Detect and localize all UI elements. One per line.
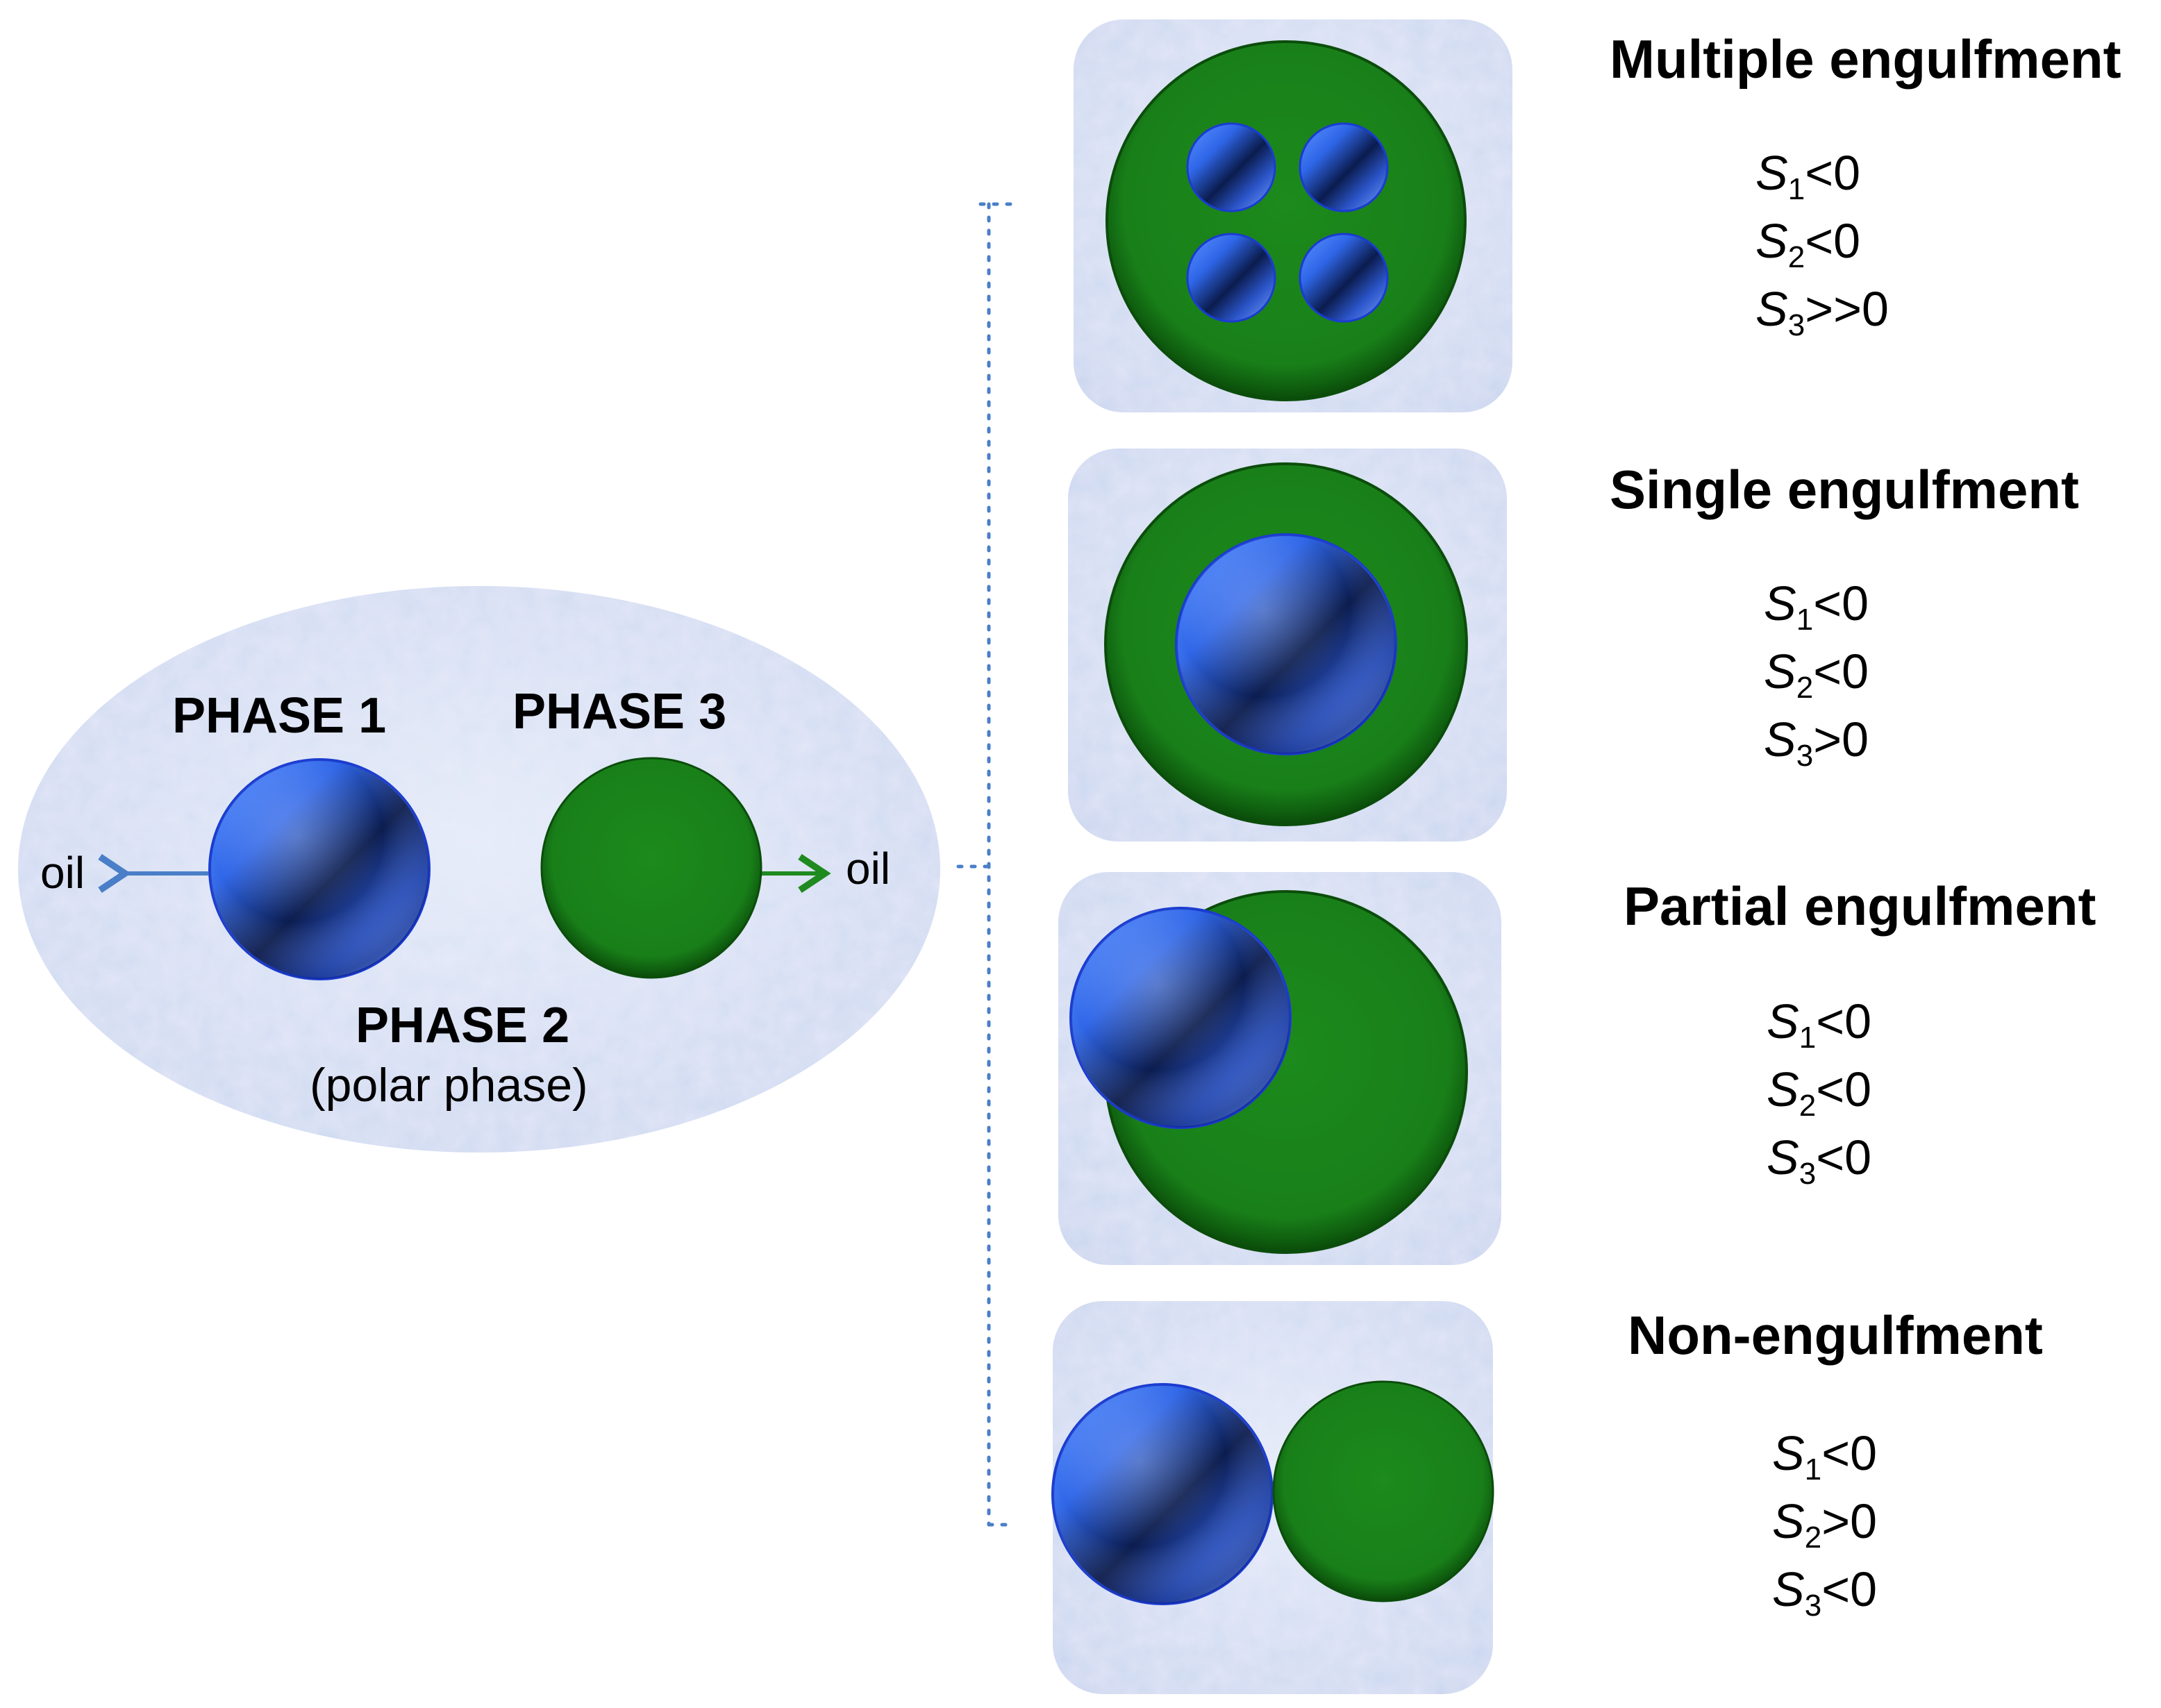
spreading-condition: S1<0 bbox=[1772, 1426, 1877, 1487]
phase1-label: PHASE 1 bbox=[172, 688, 387, 744]
polar-phase-note: (polar phase) bbox=[310, 1059, 588, 1112]
multiple-engulfment-diagram bbox=[1074, 19, 1512, 412]
phase-overview-panel bbox=[18, 586, 940, 1153]
phase1-small-droplet bbox=[1186, 122, 1276, 212]
oil-label-right: oil bbox=[846, 844, 891, 894]
spreading-condition: S3<0 bbox=[1767, 1130, 1871, 1191]
spreading-condition: S2>0 bbox=[1772, 1494, 1877, 1555]
partial-engulfment-diagram bbox=[1058, 872, 1501, 1265]
polar-phase-ellipse bbox=[18, 586, 940, 1153]
spreading-condition: S3>>0 bbox=[1755, 282, 1889, 342]
row-title-single: Single engulfment bbox=[1610, 459, 2080, 520]
dotted-connector bbox=[956, 202, 1017, 1527]
single-engulfment-diagram bbox=[1068, 449, 1507, 842]
phase3-droplet bbox=[540, 757, 762, 979]
phase1-droplet bbox=[208, 758, 431, 980]
non-engulfment-diagram bbox=[1051, 1301, 1494, 1694]
spreading-condition: S1<0 bbox=[1755, 146, 1860, 206]
spreading-condition: S3>0 bbox=[1764, 712, 1869, 773]
row-title-multiple: Multiple engulfment bbox=[1610, 28, 2121, 90]
phase1-small-droplet bbox=[1299, 233, 1389, 323]
spreading-condition: S2<0 bbox=[1767, 1062, 1871, 1123]
spreading-condition: S2<0 bbox=[1755, 214, 1860, 274]
phase2-label: PHASE 2 bbox=[356, 998, 570, 1053]
phase3-label: PHASE 3 bbox=[512, 684, 727, 739]
phase1-small-droplet bbox=[1299, 122, 1389, 212]
spreading-condition: S3<0 bbox=[1772, 1562, 1877, 1623]
oil-label-left: oil bbox=[40, 848, 85, 898]
row-title-partial: Partial engulfment bbox=[1624, 876, 2096, 937]
spreading-condition: S2<0 bbox=[1764, 644, 1869, 705]
phase1-small-droplet bbox=[1186, 233, 1276, 323]
spreading-condition: S1<0 bbox=[1764, 576, 1869, 637]
row-title-non: Non-engulfment bbox=[1628, 1305, 2043, 1366]
spreading-condition: S1<0 bbox=[1767, 994, 1871, 1055]
